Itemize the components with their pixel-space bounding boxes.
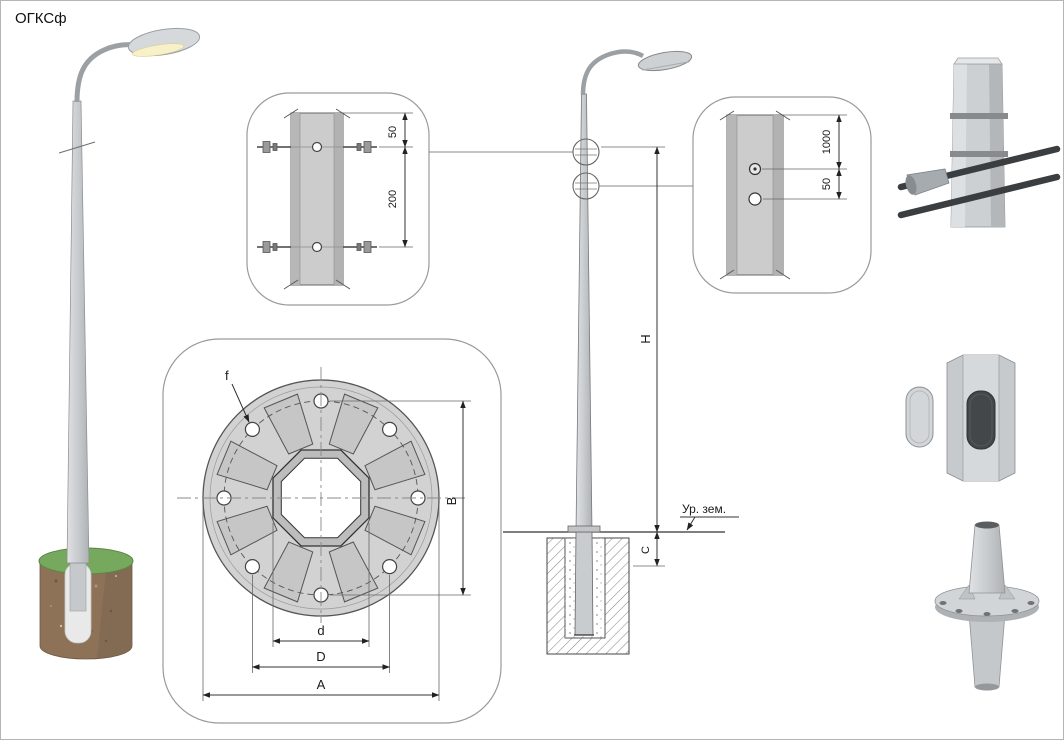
luminaire — [127, 27, 201, 57]
dim-50-label: 50 — [387, 126, 399, 138]
pole-elevation-drawing: H C Ур. зем. — [503, 49, 739, 655]
door-cover — [905, 386, 934, 448]
drawing-title: ОГКСф — [15, 10, 67, 27]
funnel-mouth — [905, 175, 917, 195]
dim-200-label: 200 — [387, 190, 399, 208]
dim-D-label: D — [316, 649, 325, 664]
dim-H-label: H — [638, 334, 653, 343]
embedded-stub — [968, 612, 1006, 688]
pole-mast — [66, 100, 90, 564]
door-opening — [966, 390, 996, 450]
flange-detail-callout: f B d D A — [162, 338, 502, 724]
clamp-hole-bottom — [311, 241, 323, 253]
hole-dimensions: 1000 50 — [762, 114, 847, 200]
dim-d-label: d — [317, 623, 324, 638]
shaft-mouth — [975, 521, 999, 529]
clamp-detail-callout: 50 200 — [246, 92, 573, 306]
pole-mast-elevation — [575, 93, 593, 533]
dim-C-label: C — [640, 546, 652, 554]
lamp-arm-elevation — [580, 49, 645, 96]
cable-funnel — [906, 168, 950, 196]
lamp-arm — [74, 42, 136, 103]
ground-level-label: Ур. зем. — [682, 502, 726, 516]
flange-dimensions: f B d D A — [202, 368, 471, 701]
elevation-dimensions: H C Ур. зем. — [601, 146, 739, 567]
cone-shaft — [968, 524, 1006, 594]
clamp-bolts — [257, 141, 377, 253]
dim-A-label: A — [317, 677, 326, 692]
access-door-render — [905, 354, 1016, 482]
pole-top-render — [897, 57, 1061, 228]
foundation-elevation — [546, 525, 630, 655]
foundation-render — [38, 547, 134, 660]
cable-hole — [748, 192, 762, 206]
dim-1000-label: 1000 — [821, 130, 833, 154]
dim-50b-label: 50 — [821, 178, 833, 190]
detail-marker-circle-upper — [572, 138, 600, 166]
base-flange — [567, 525, 601, 533]
bracket-tube-lower — [897, 173, 1061, 219]
band-clamp-upper — [950, 113, 1008, 119]
dim-f-label: f — [225, 368, 229, 383]
dim-B-label: B — [444, 497, 459, 506]
luminaire-elevation — [637, 50, 693, 72]
hole-detail-callout: 1000 50 — [692, 96, 872, 294]
pole-3d-render — [38, 27, 201, 660]
pole-top-cap — [953, 57, 1003, 65]
flange-base-render — [934, 521, 1040, 691]
clamp-dimensions: 50 200 — [343, 112, 413, 248]
clamp-hole-top — [311, 141, 323, 153]
band-clamp-lower — [950, 151, 1008, 157]
break-mark — [58, 141, 96, 154]
pole-section — [283, 108, 351, 290]
flange-plan-view — [177, 367, 465, 623]
